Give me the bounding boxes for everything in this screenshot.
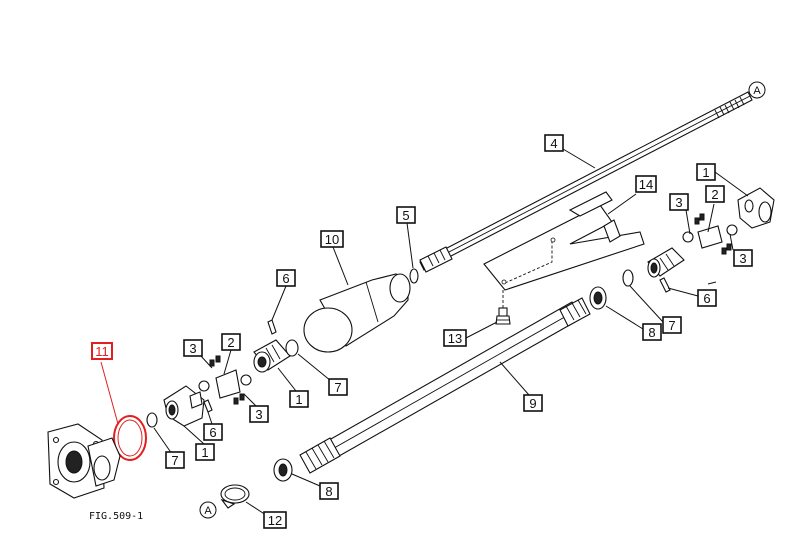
callout-7-right: 7	[662, 316, 682, 334]
svg-text:2: 2	[227, 335, 234, 350]
callout-11-highlighted: 11	[91, 342, 113, 360]
pin-mid-6	[267, 319, 277, 335]
callout-8-left: 8	[319, 482, 339, 500]
callout-9: 9	[523, 394, 543, 412]
tube-9	[299, 297, 591, 474]
svg-text:3: 3	[739, 251, 746, 266]
yoke-right-top	[737, 187, 775, 229]
bearing-left-8	[273, 458, 293, 482]
svg-text:7: 7	[334, 380, 341, 395]
svg-text:2: 2	[711, 187, 718, 202]
reference-mark-a-bottom: A	[199, 501, 217, 519]
svg-text:13: 13	[448, 331, 462, 346]
svg-text:1: 1	[295, 392, 302, 407]
svg-text:6: 6	[703, 291, 710, 306]
cover-10	[303, 273, 411, 353]
bolt-13	[495, 307, 511, 325]
callout-2-left: 2	[221, 333, 241, 351]
figure-caption: FIG.509-1	[89, 511, 143, 522]
callout-1-middle: 1	[289, 390, 309, 408]
svg-text:3: 3	[189, 341, 196, 356]
seal-11	[113, 415, 147, 461]
callout-3-left-lower: 3	[249, 405, 269, 423]
coupling-mid-1	[253, 339, 291, 373]
callout-2-right: 2	[705, 185, 725, 203]
callout-14: 14	[635, 175, 657, 193]
svg-text:7: 7	[668, 318, 675, 333]
svg-text:12: 12	[268, 513, 282, 528]
clamp-12	[220, 484, 250, 509]
bracket-14	[483, 191, 645, 318]
callout-3-right-top: 3	[669, 193, 689, 211]
oring-mid-7	[285, 339, 299, 357]
oring-left-7	[146, 412, 158, 428]
callout-3-left: 3	[183, 339, 203, 357]
svg-text:14: 14	[639, 177, 653, 192]
callout-6-right: 6	[697, 289, 717, 307]
callout-13: 13	[443, 329, 467, 347]
svg-text:3: 3	[675, 195, 682, 210]
svg-text:8: 8	[648, 325, 655, 340]
callout-7-middle: 7	[328, 378, 348, 396]
svg-text:4: 4	[550, 136, 557, 151]
svg-text:10: 10	[325, 232, 339, 247]
svg-text:3: 3	[255, 407, 262, 422]
callout-8-right: 8	[642, 323, 662, 341]
oring-5	[409, 268, 419, 284]
gearbox-housing	[47, 423, 121, 499]
svg-text:1: 1	[702, 165, 709, 180]
callout-7-left: 7	[165, 451, 185, 469]
reference-mark-a-top: A	[748, 81, 766, 99]
callout-10: 10	[320, 230, 344, 248]
callout-1-right: 1	[696, 163, 716, 181]
coupling-right	[647, 247, 685, 278]
svg-text:5: 5	[402, 208, 409, 223]
svg-text:6: 6	[209, 425, 216, 440]
svg-text:9: 9	[529, 396, 536, 411]
callout-4: 4	[544, 134, 564, 152]
shaft-4	[419, 91, 753, 273]
svg-text:8: 8	[325, 484, 332, 499]
spider-left	[198, 355, 252, 405]
callout-3-right-bottom: 3	[733, 249, 753, 267]
svg-text:11: 11	[95, 344, 109, 359]
callout-12: 12	[263, 511, 287, 529]
svg-text:7: 7	[171, 453, 178, 468]
svg-text:1: 1	[201, 445, 208, 460]
callout-5: 5	[396, 206, 416, 224]
callout-6-left: 6	[203, 423, 223, 441]
callout-1-left: 1	[195, 443, 215, 461]
oring-right-7	[622, 269, 634, 287]
pin-right-6	[659, 277, 671, 293]
svg-text:A: A	[753, 85, 761, 97]
pin-left-6	[203, 399, 213, 413]
svg-text:A: A	[204, 505, 212, 517]
bearing-right-8	[589, 286, 607, 310]
yoke-left	[163, 385, 205, 427]
callout-6-middle: 6	[276, 269, 296, 287]
leader-lines	[100, 148, 749, 516]
spider-right	[682, 213, 738, 255]
svg-text:6: 6	[282, 271, 289, 286]
